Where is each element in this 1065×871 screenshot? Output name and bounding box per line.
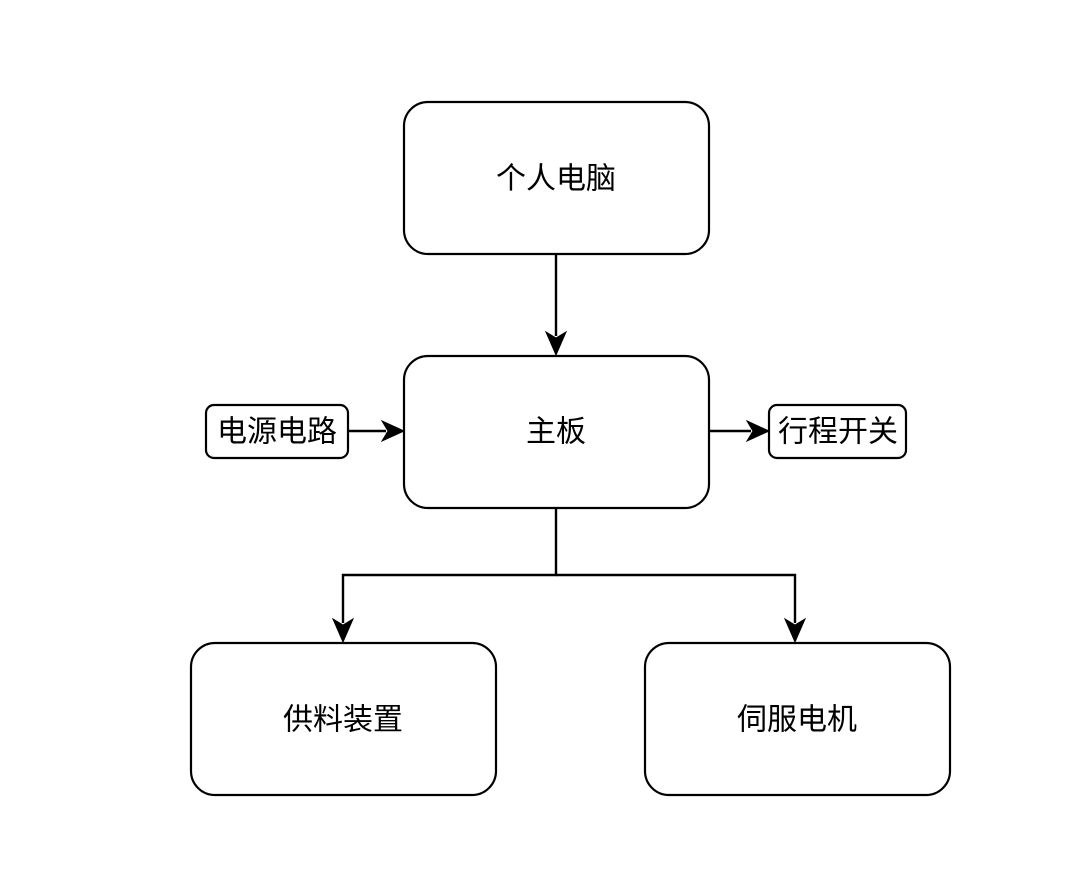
edge-mainboard-to-limit-switch (709, 419, 771, 443)
edge-mainboard-to-feeder (331, 508, 558, 644)
node-limit-switch-label: 行程开关 (778, 415, 898, 450)
node-pc-label: 个人电脑 (496, 162, 616, 197)
node-pc: 个人电脑 (402, 100, 711, 256)
node-servo: 伺服电机 (643, 641, 952, 797)
node-power-label: 电源电路 (217, 415, 337, 450)
edge-mainboard-to-servo (556, 573, 807, 644)
edge-pc-to-mainboard (544, 254, 568, 357)
node-limit-switch: 行程开关 (767, 403, 908, 460)
node-feeder-label: 供料装置 (283, 703, 403, 738)
edge-power-to-mainboard (348, 419, 406, 443)
node-mainboard: 主板 (402, 354, 711, 510)
node-servo-label: 伺服电机 (737, 703, 857, 738)
node-power: 电源电路 (204, 403, 350, 460)
node-mainboard-label: 主板 (526, 415, 586, 450)
node-feeder: 供料装置 (189, 641, 498, 797)
